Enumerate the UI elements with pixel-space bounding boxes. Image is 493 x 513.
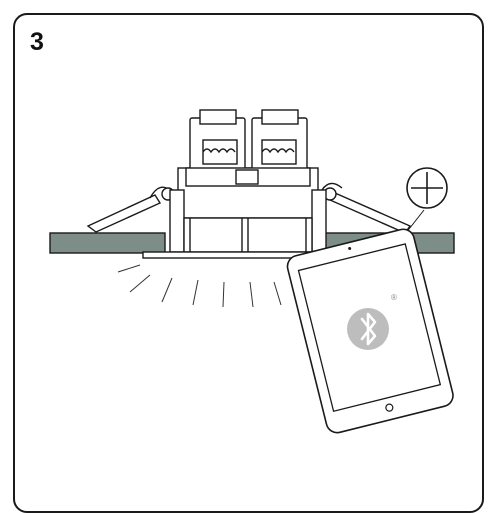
phillips-screwdriver-icon bbox=[401, 167, 448, 239]
installation-illustration: ® bbox=[49, 109, 455, 434]
bluetooth-icon bbox=[347, 308, 389, 350]
right-spring-clip bbox=[321, 182, 412, 234]
step-number: 3 bbox=[30, 28, 44, 56]
registered-mark: ® bbox=[391, 293, 397, 302]
left-spring-clip bbox=[86, 186, 175, 233]
light-rays bbox=[117, 264, 282, 308]
terminal-block-right bbox=[251, 109, 308, 171]
terminal-block-left bbox=[189, 109, 246, 171]
terminal-base bbox=[185, 167, 311, 187]
